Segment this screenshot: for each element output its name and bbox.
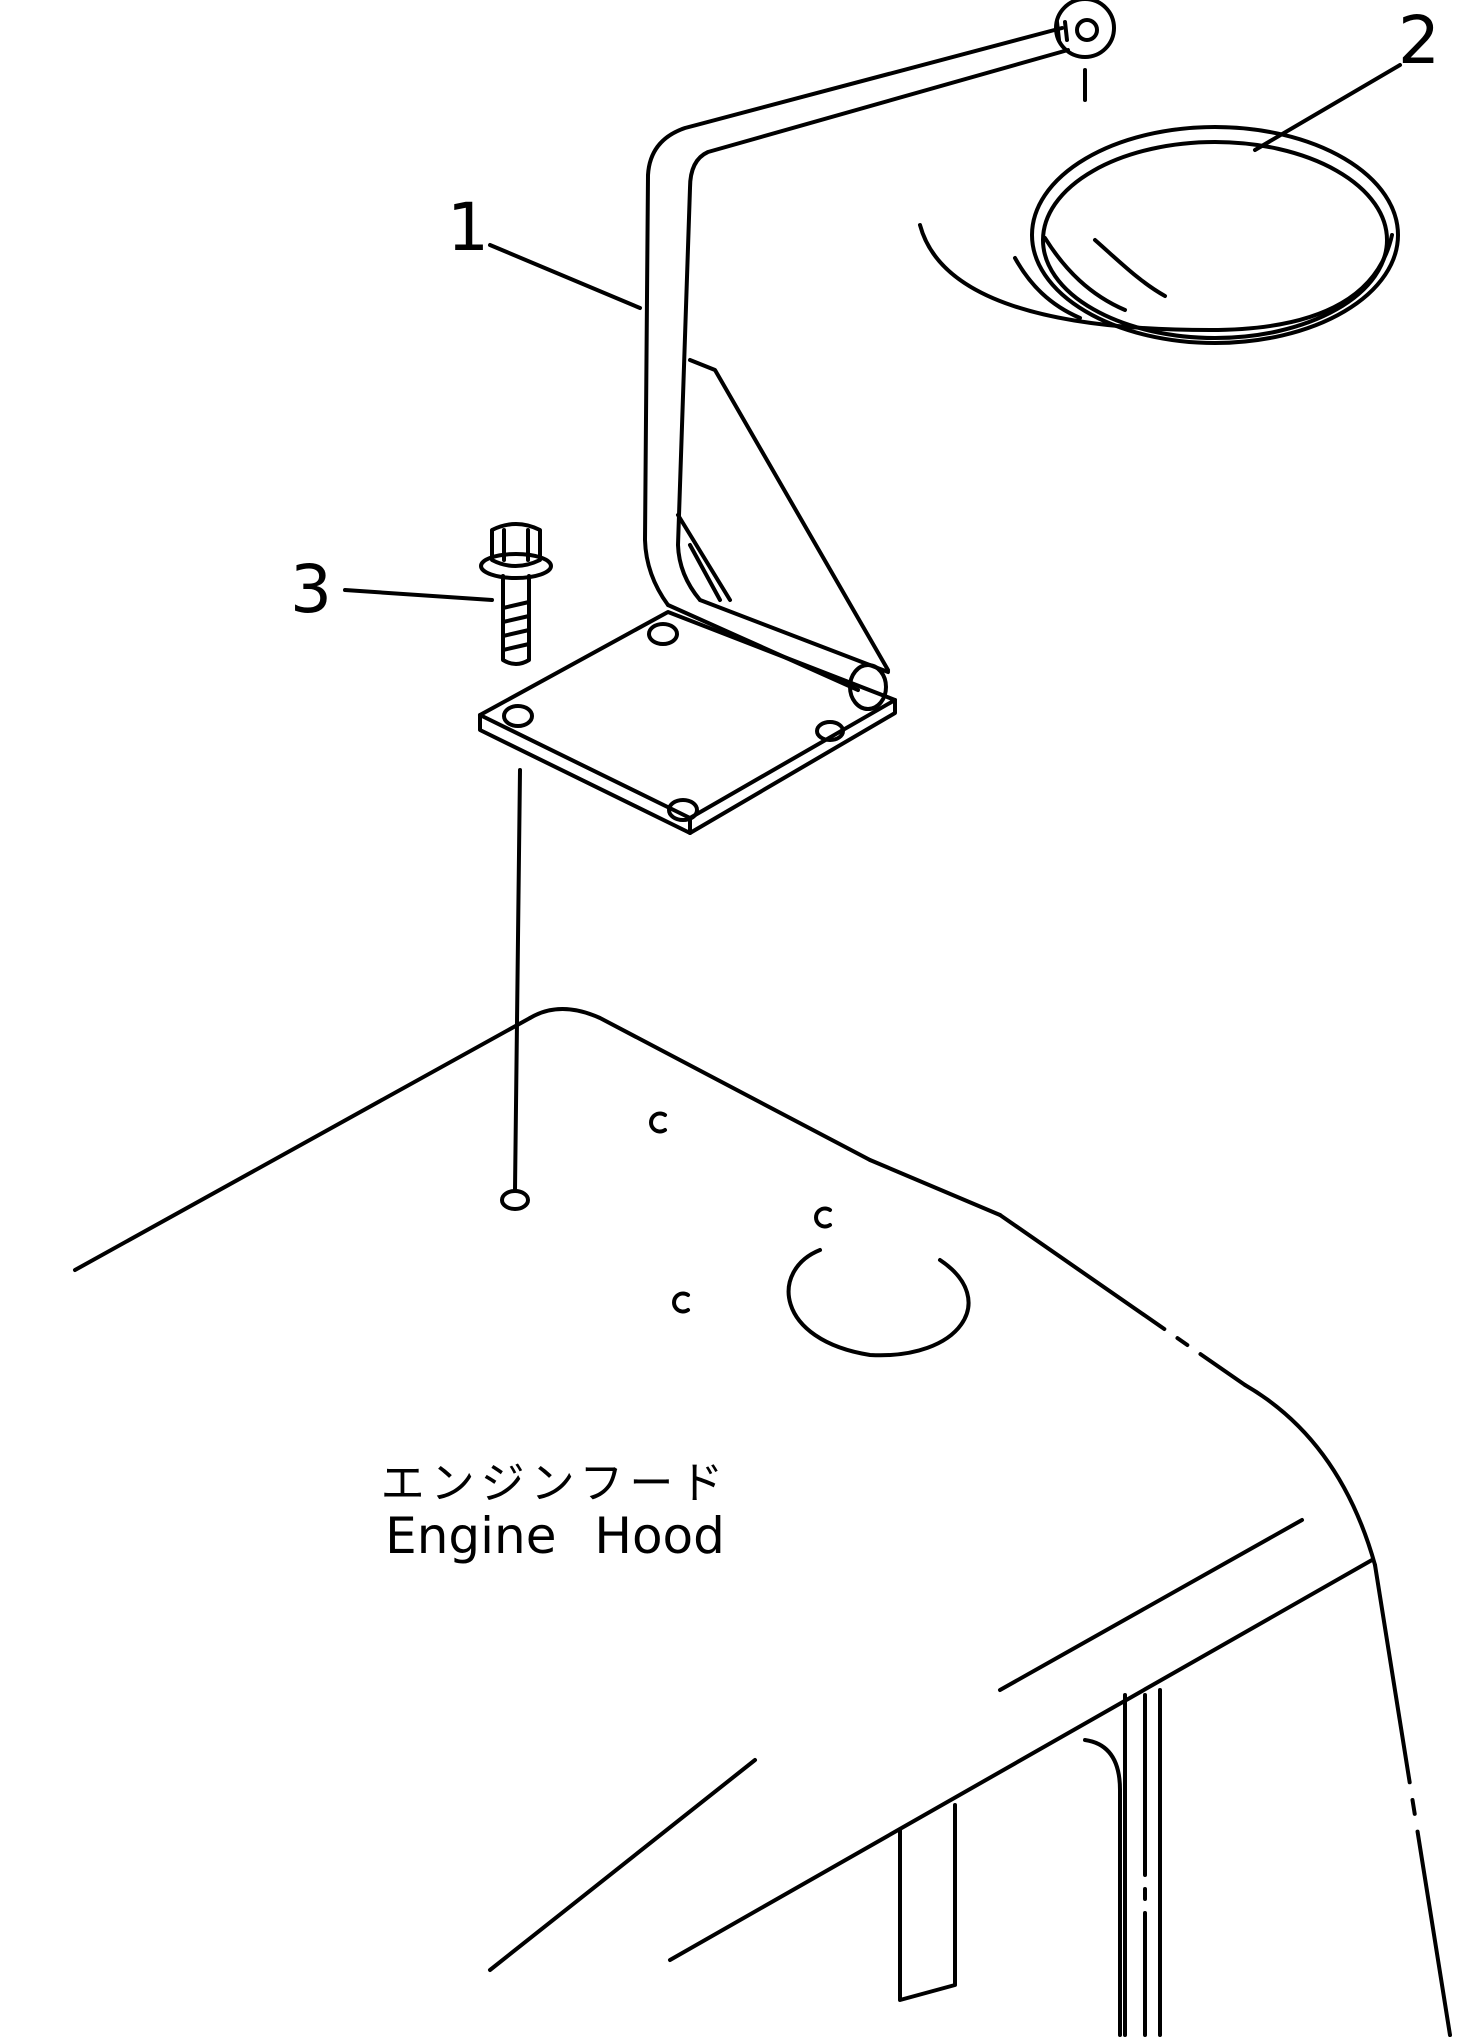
engine-hood (73, 1007, 1452, 2037)
callout-2: 2 (1398, 2, 1440, 79)
hood-side-edge (1373, 1563, 1452, 2037)
leader-1 (488, 243, 642, 310)
mirror-rim-outer (1030, 125, 1400, 345)
assembly-centerline (513, 768, 522, 1192)
plate-top (478, 610, 897, 820)
plate-edge (478, 698, 897, 835)
bolt-shank (501, 574, 531, 666)
mirror-rim-inner (1041, 140, 1389, 340)
callout-1: 1 (447, 189, 489, 266)
leader-2 (1253, 63, 1402, 152)
bolt-flange (479, 552, 553, 580)
hood-mount-hole (500, 1189, 530, 1211)
stay-gusset (688, 358, 890, 672)
bolt (479, 522, 553, 666)
engine-hood-label: エンジンフード Engine Hood (355, 1458, 755, 1566)
mirror-stay (643, 0, 1116, 711)
base-plate (478, 610, 897, 835)
stay-rod-end (848, 663, 888, 711)
leader-3 (343, 588, 494, 602)
mirror-reflection-1 (1013, 256, 1082, 320)
mirror-reflection-2 (1043, 236, 1127, 312)
engine-hood-label-en: Engine Hood (385, 1507, 725, 1566)
stay-arm-bottom (676, 48, 1070, 602)
hood-hole-3 (672, 1291, 690, 1314)
mirror (918, 125, 1400, 345)
plate-hole-top (647, 622, 679, 646)
bolt-head (490, 522, 542, 568)
callout-3: 3 (290, 551, 332, 628)
hood-hole-2 (814, 1206, 832, 1229)
hood-opening (786, 1248, 971, 1358)
plate-hole-left (502, 704, 534, 728)
mirror-reflection-3 (1093, 238, 1167, 298)
engine-hood-label-jp: エンジンフード (380, 1458, 730, 1509)
plate-hole-right (815, 720, 845, 742)
hood-hole-1 (649, 1111, 667, 1134)
plate-hole-bottom (667, 798, 699, 822)
stay-eye-hole (1075, 18, 1099, 42)
hood-top-edge (73, 1016, 532, 1272)
mirror-glass (918, 223, 1394, 332)
stay-arm-top (643, 26, 1064, 607)
grille-panel (898, 1803, 957, 2002)
